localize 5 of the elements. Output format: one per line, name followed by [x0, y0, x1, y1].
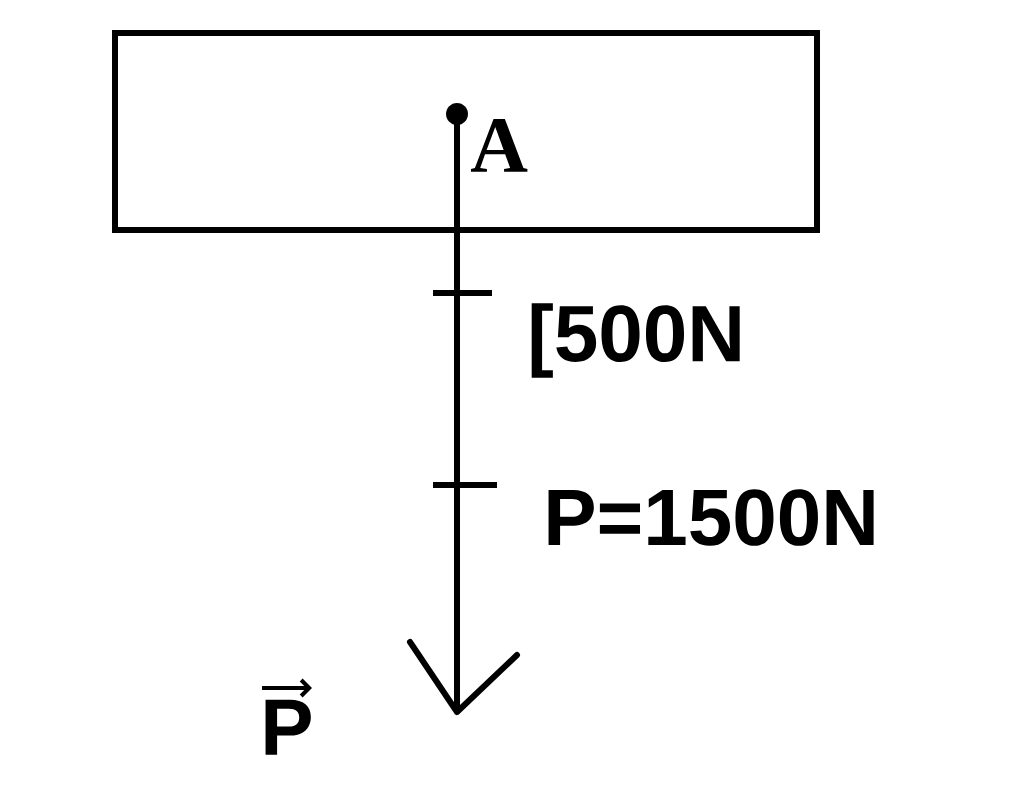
point-label: A	[471, 119, 528, 172]
force-label: P=1500N	[548, 489, 874, 546]
vector-label: P	[262, 678, 312, 755]
body-box	[112, 30, 820, 233]
scale-label: [500N	[531, 303, 740, 378]
